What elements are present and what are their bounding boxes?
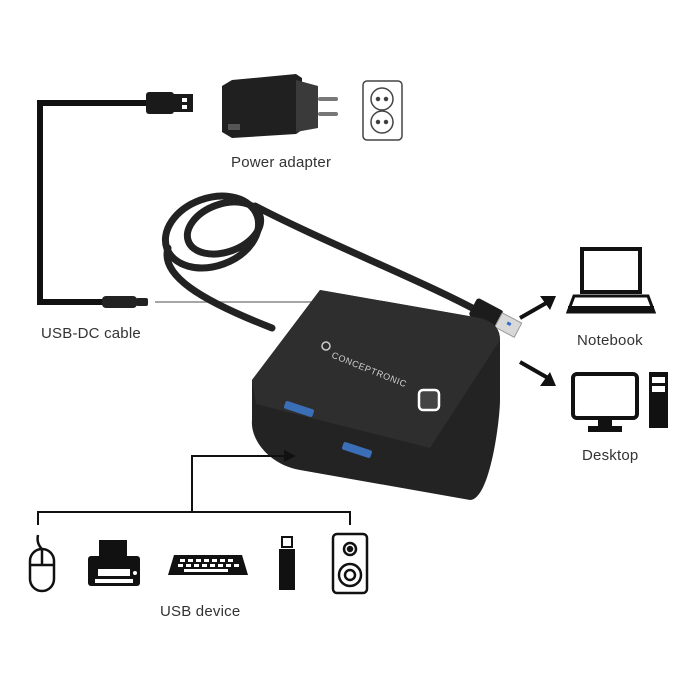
printer-icon xyxy=(88,540,140,586)
notebook-icon xyxy=(565,247,657,314)
arrow-to-hub-icon xyxy=(284,450,296,462)
usb-device-tree xyxy=(37,455,351,525)
wall-socket-icon xyxy=(362,80,403,141)
led-indicator-icon xyxy=(417,388,441,412)
notebook-label: Notebook xyxy=(577,332,643,349)
usb-dc-cable-line xyxy=(37,100,150,305)
usb-flash-drive-icon xyxy=(279,536,295,590)
dc-plug-icon xyxy=(102,296,137,308)
host-usb-plug-icon xyxy=(469,298,523,338)
desktop-icon xyxy=(571,372,668,432)
usb-hub-device xyxy=(251,290,500,500)
power-adapter-icon xyxy=(222,74,338,138)
usb-dc-cable-label: USB-DC cable xyxy=(41,325,141,342)
usb-port-1 xyxy=(284,401,314,417)
usb-port-2 xyxy=(342,442,372,458)
desktop-label: Desktop xyxy=(582,447,639,464)
arrow-to-notebook-icon xyxy=(519,296,556,320)
speaker-icon xyxy=(331,532,369,595)
arrow-to-desktop-icon xyxy=(519,360,556,386)
coiled-usb-cable xyxy=(161,192,480,332)
brand-logo-icon xyxy=(321,341,331,351)
keyboard-icon xyxy=(168,555,248,575)
usb-plug-icon xyxy=(146,92,193,114)
usb-device-label: USB device xyxy=(160,603,241,620)
power-adapter-label: Power adapter xyxy=(231,154,332,171)
mouse-icon xyxy=(28,534,56,593)
